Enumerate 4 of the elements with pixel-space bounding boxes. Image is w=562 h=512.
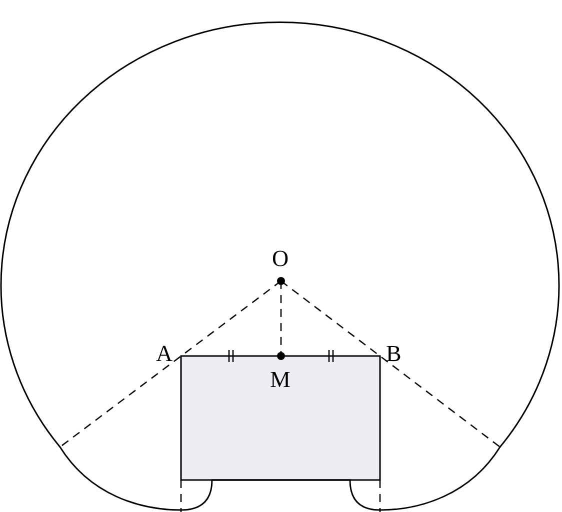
point-label: O	[272, 247, 289, 270]
point-label: M	[270, 368, 290, 391]
point-label: A	[156, 342, 173, 365]
point-label: B	[386, 342, 402, 365]
